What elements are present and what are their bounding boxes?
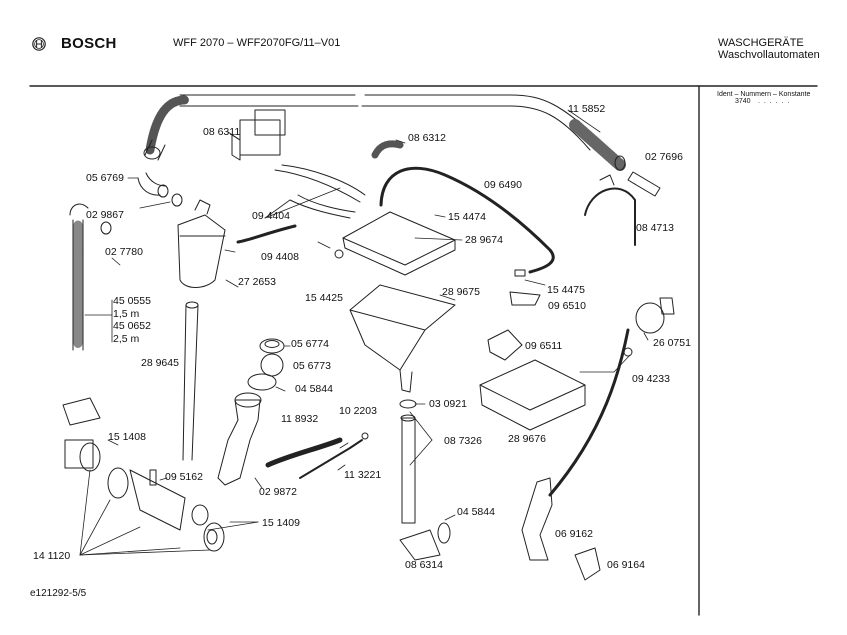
part-label[interactable]: 02 7696 (645, 151, 683, 163)
category-title: WASCHGERÄTE (718, 37, 804, 49)
part-label[interactable]: 10 2203 (339, 405, 377, 417)
part-label[interactable]: 26 0751 (653, 337, 691, 349)
part-label[interactable]: 04 5844 (295, 383, 333, 395)
part-label[interactable]: 11 5852 (568, 103, 606, 115)
part-label[interactable]: 28 9676 (508, 433, 546, 445)
document-id: e121292-5/5 (30, 588, 87, 599)
part-label[interactable]: 06 9164 (607, 559, 645, 571)
ident-label: Ident – Nummern – Konstante (717, 91, 811, 98)
part-label[interactable]: 08 6314 (405, 559, 443, 571)
part-label[interactable]: 09 6511 (525, 340, 563, 352)
part-label[interactable]: 06 9162 (555, 528, 593, 540)
part-label[interactable]: 28 9675 (442, 286, 480, 298)
part-label[interactable]: 09 4404 (252, 210, 290, 222)
part-label[interactable]: 08 7326 (444, 435, 482, 447)
part-label[interactable]: 15 4425 (305, 292, 343, 304)
part-label[interactable]: 02 9872 (259, 486, 297, 498)
part-label[interactable]: 15 4475 (547, 284, 585, 296)
elbow-hose-drawing (100, 139, 183, 235)
part-label[interactable]: 45 0652 (113, 320, 151, 332)
part-label[interactable]: 09 4233 (632, 373, 670, 385)
ident-dots: . . . . . . (758, 98, 791, 105)
part-label[interactable]: 28 9645 (141, 357, 179, 369)
part-label[interactable]: 2,5 m (113, 333, 140, 345)
part-label[interactable]: 02 9867 (86, 209, 124, 221)
part-096510-drawing (509, 291, 541, 306)
part-label[interactable]: 27 2653 (238, 276, 276, 288)
part-label[interactable]: 08 6311 (203, 126, 241, 138)
part-label[interactable]: 08 4713 (636, 222, 674, 234)
part-label[interactable]: 28 9674 (465, 234, 503, 246)
part-label[interactable]: 15 1409 (262, 517, 300, 529)
model-title: WFF 2070 – WFF2070FG/11–V01 (173, 37, 341, 49)
part-label[interactable]: 15 4474 (448, 211, 486, 223)
part-label[interactable]: 1,5 m (113, 308, 140, 320)
part-label[interactable]: 05 6774 (291, 338, 329, 350)
part-label[interactable]: 04 5844 (457, 506, 495, 518)
part-label[interactable]: 05 6769 (86, 172, 124, 184)
category-subtitle: Waschvollautomaten (718, 49, 820, 61)
part-label[interactable]: 09 5162 (165, 471, 203, 483)
part-label[interactable]: 45 0555 (113, 295, 151, 307)
part-label[interactable]: 08 6312 (408, 132, 446, 144)
bosch-armature-logo-icon (32, 37, 46, 51)
part-label[interactable]: 11 3221 (344, 469, 382, 481)
part-label[interactable]: 09 6490 (484, 179, 522, 191)
part-label[interactable]: 11 8932 (281, 413, 319, 425)
part-label[interactable]: 14 1120 (33, 550, 71, 562)
part-label[interactable]: 09 4408 (261, 251, 299, 263)
part-label[interactable]: 02 7780 (105, 246, 143, 258)
leader-lines (79, 109, 649, 556)
hose-094404-drawing (274, 164, 366, 203)
brand-name: BOSCH (61, 35, 117, 52)
part-label[interactable]: 05 6773 (293, 360, 331, 372)
part-label[interactable]: 15 1408 (108, 431, 146, 443)
part-label[interactable]: 09 6510 (548, 300, 586, 312)
part-096511-drawing (487, 329, 523, 361)
part-label[interactable]: 03 0921 (429, 398, 467, 410)
ident-number: 3740 (735, 98, 751, 105)
